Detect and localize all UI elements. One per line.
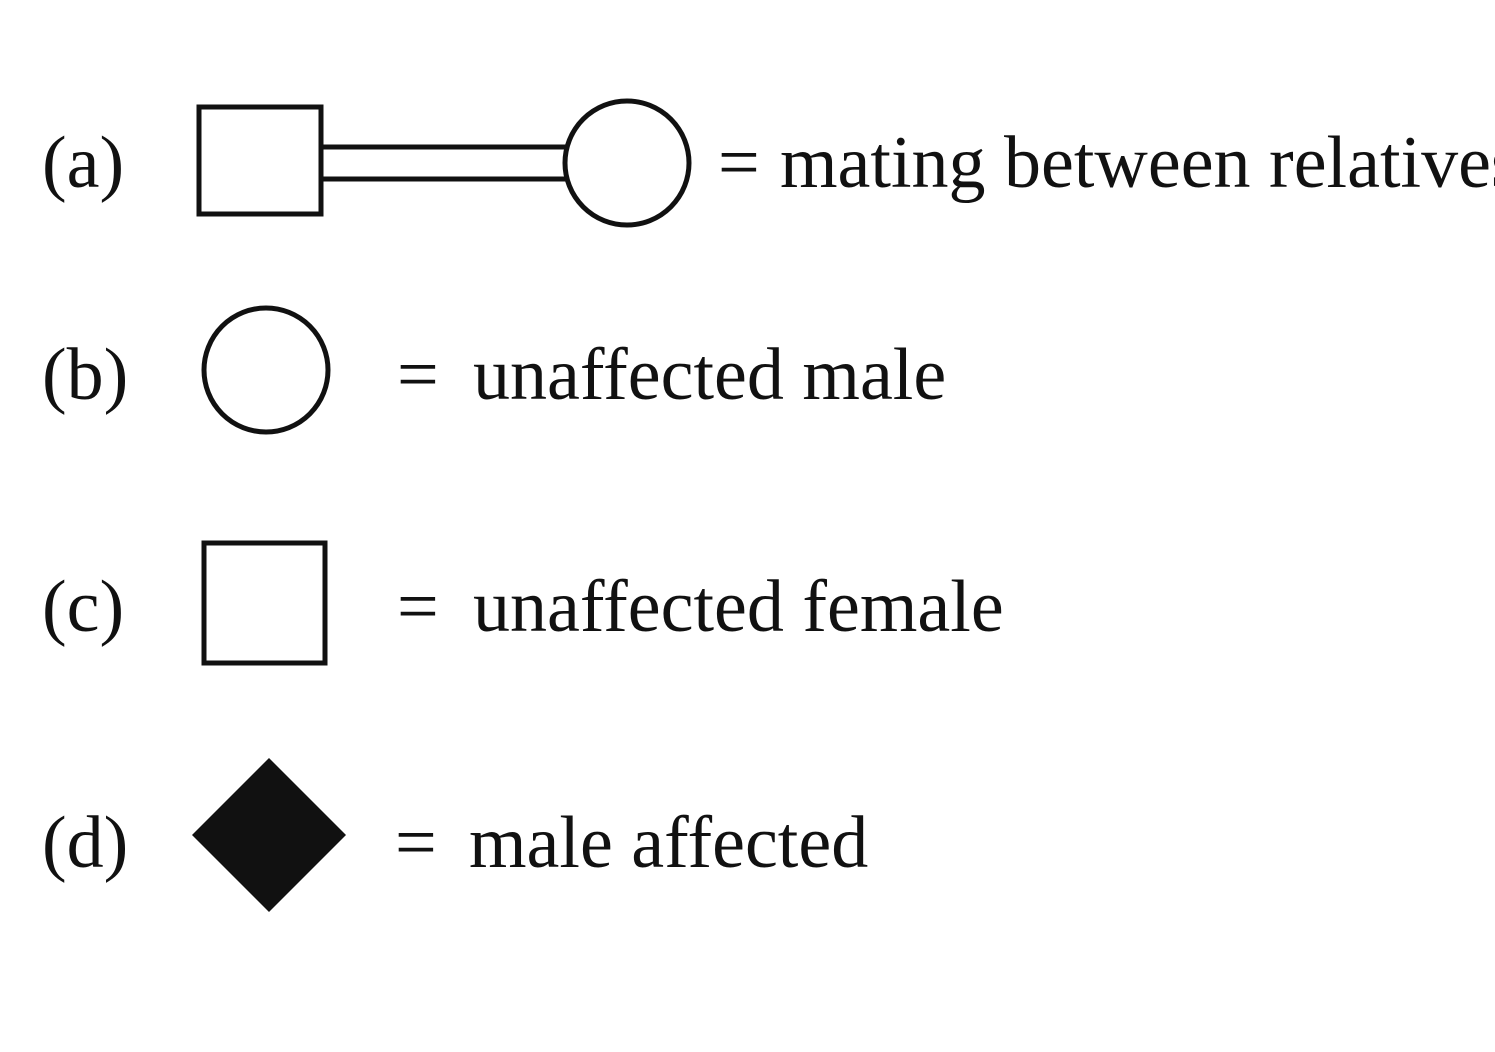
description-c: unaffected female	[473, 566, 1004, 648]
equals-sign-d: =	[395, 802, 437, 884]
square-symbol-a	[196, 104, 324, 217]
circle-symbol-a	[562, 98, 692, 228]
description-a: mating between relatives	[780, 122, 1495, 204]
mating-between-relatives-symbol	[196, 98, 692, 228]
row-label-d: (d)	[42, 802, 129, 884]
unaffected-male-circle-symbol	[201, 305, 331, 435]
description-d: male affected	[469, 802, 869, 884]
male-affected-diamond-symbol	[192, 758, 346, 912]
unaffected-female-square-symbol	[201, 540, 328, 666]
description-b: unaffected male	[473, 334, 947, 416]
equals-sign-b: =	[397, 334, 439, 416]
row-label-b: (b)	[42, 334, 129, 416]
equals-sign-c: =	[397, 566, 439, 648]
row-label-c: (c)	[42, 566, 125, 648]
equals-sign-a: =	[718, 122, 760, 204]
row-label-a: (a)	[42, 122, 125, 204]
